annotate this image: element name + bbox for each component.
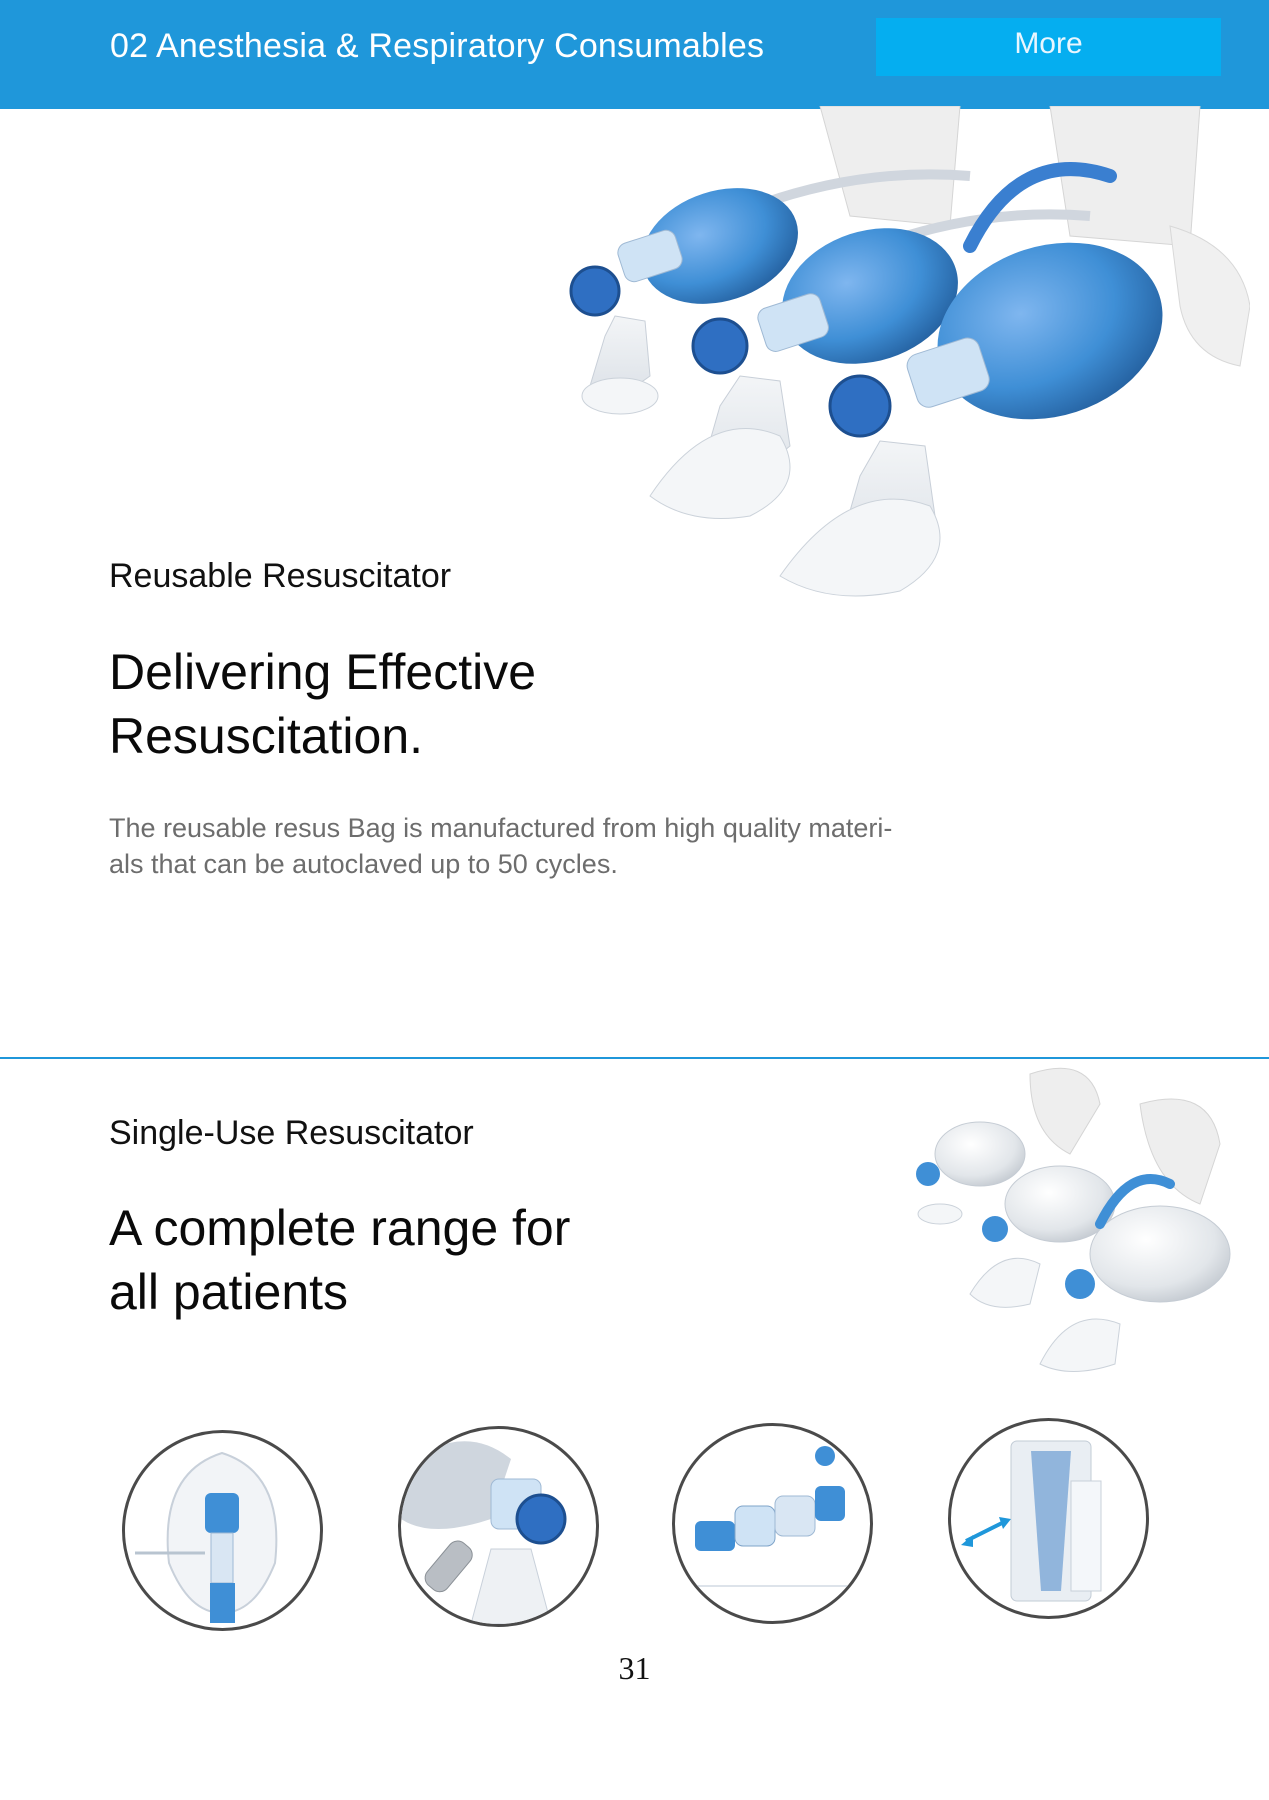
single-use-resuscitator-image [916,1067,1231,1372]
detail-circle-reservoir [948,1418,1149,1619]
detail-circle-mask [122,1430,323,1631]
more-button[interactable]: More [876,18,1221,76]
headline-reusable: Delivering Effective Resuscitation. [109,640,729,768]
section-divider [0,1057,1269,1059]
headline-single-use: A complete range for all patients [109,1196,729,1324]
headline-line: Delivering Effective [109,644,537,700]
description-line: als that can be autoclaved up to 50 cycl… [109,849,618,879]
page-number: 31 [618,1650,651,1686]
headline-line: A complete range for [109,1200,571,1256]
description-reusable: The reusable resus Bag is manufactured f… [109,810,1009,882]
header-bar: 02 Anesthesia & Respiratory Consumables … [0,0,1269,109]
headline-line: Resuscitation. [109,708,424,764]
product-label-single-use: Single-Use Resuscitator [109,1114,474,1152]
detail-circle-components [672,1423,873,1624]
reusable-resuscitator-image [569,106,1250,597]
headline-line: all patients [109,1264,349,1320]
description-line: The reusable resus Bag is manufactured f… [109,813,893,843]
section-title: 02 Anesthesia & Respiratory Consumables [110,27,765,65]
product-label-reusable: Reusable Resuscitator [109,557,452,595]
detail-circle-valve [398,1426,599,1627]
